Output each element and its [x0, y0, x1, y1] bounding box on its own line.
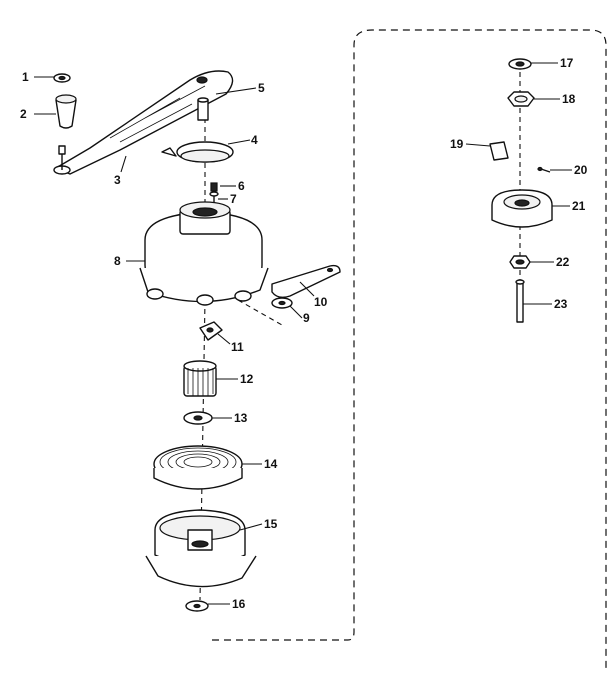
callout-6: 6 [238, 179, 245, 193]
callout-15: 15 [264, 517, 278, 531]
part-11-clip [199, 321, 223, 341]
callout-3: 3 [114, 173, 121, 187]
callout-11: 11 [231, 340, 244, 354]
part-20-pin [537, 166, 551, 173]
callout-5: 5 [258, 81, 265, 95]
callout-12: 12 [240, 372, 254, 386]
part-1-washer [53, 73, 71, 83]
part-14-coil-spring [153, 445, 243, 490]
part-9-washer [271, 297, 293, 309]
callout-4: 4 [251, 133, 258, 147]
part-22-nut [509, 255, 531, 269]
callout-8: 8 [114, 254, 121, 268]
callout-22: 22 [556, 255, 570, 269]
callout-1: 1 [22, 70, 29, 84]
part-15-pulley [145, 509, 257, 588]
callout-21: 21 [572, 199, 586, 213]
callout-18: 18 [562, 92, 576, 106]
part-4-clamp-ring [161, 141, 234, 163]
subassembly-dashed-border [212, 29, 607, 670]
callout-2: 2 [20, 107, 27, 121]
callout-7: 7 [230, 192, 237, 206]
part-3-lever-arm [53, 70, 234, 175]
callout-20: 20 [574, 163, 588, 177]
part-19-clip [489, 141, 509, 161]
leader-lines [34, 62, 572, 605]
callout-10: 10 [314, 295, 328, 309]
part-13-washer [183, 411, 213, 425]
part-5-pin [197, 97, 209, 121]
callout-14: 14 [264, 457, 278, 471]
part-23-bolt [515, 279, 525, 323]
part-10-bracket [271, 264, 341, 299]
callout-17: 17 [560, 56, 574, 70]
callout-19: 19 [450, 137, 464, 151]
part-12-roller [183, 360, 217, 397]
callout-23: 23 [554, 297, 568, 311]
part-21-hub [491, 189, 553, 228]
part-17-washer [508, 58, 532, 70]
part-6-spring [210, 182, 218, 192]
part-2-knob [55, 94, 77, 129]
part-18-nut [507, 91, 535, 107]
callout-13: 13 [234, 411, 248, 425]
callout-16: 16 [232, 597, 246, 611]
callout-9: 9 [303, 311, 310, 325]
part-8-housing [139, 201, 269, 306]
part-16-washer [185, 600, 209, 612]
